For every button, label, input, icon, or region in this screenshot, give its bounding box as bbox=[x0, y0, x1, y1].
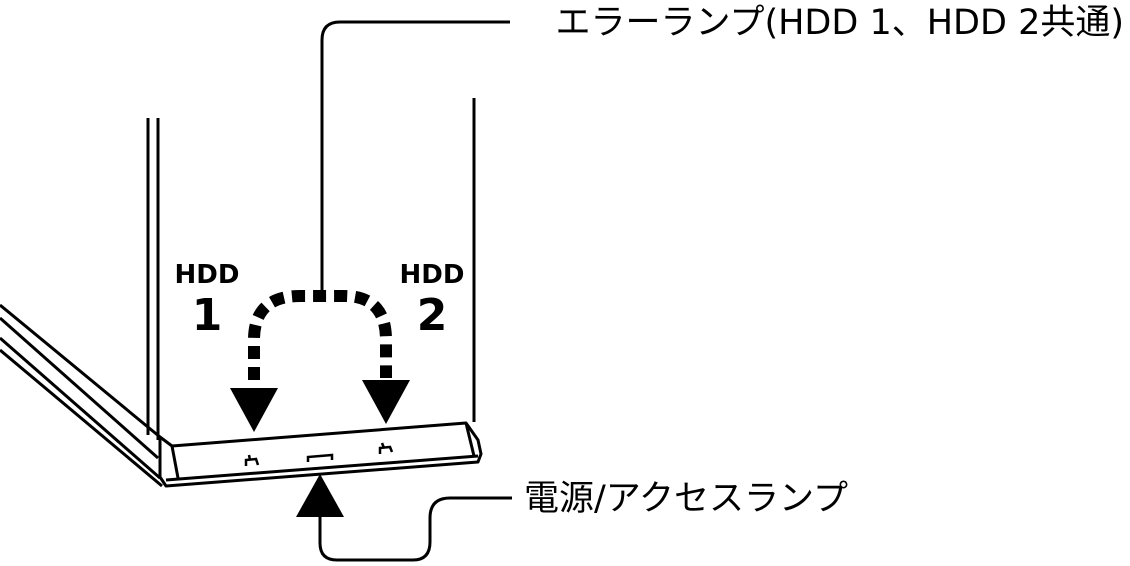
access-lamp-nub bbox=[306, 453, 334, 462]
power-lamp-arrow bbox=[296, 474, 344, 517]
lamp-nubs bbox=[244, 442, 394, 466]
error-lamp-arrow-hdd2 bbox=[362, 380, 410, 424]
bay1-hdd-label: HDD bbox=[175, 260, 240, 290]
chassis-left-edge bbox=[0, 303, 163, 488]
power-lamp-leader-line bbox=[318, 496, 512, 562]
hdd1-lamp-nub bbox=[244, 454, 260, 466]
bay1-number-label: 1 bbox=[192, 290, 223, 341]
error-lamp-leader-line bbox=[320, 20, 510, 300]
bay2-hdd-label: HDD bbox=[400, 260, 465, 290]
chassis-base bbox=[158, 421, 483, 488]
error-lamp-arrow-hdd1 bbox=[230, 388, 278, 432]
chassis-body bbox=[146, 98, 476, 440]
error-lamp-label: エラーランプ(HDD 1、HDD 2共通) bbox=[556, 3, 1125, 43]
bay2-number-label: 2 bbox=[417, 290, 448, 341]
error-lamp-dotted-arc bbox=[248, 290, 392, 380]
power-access-lamp-label: 電源/アクセスランプ bbox=[524, 479, 848, 519]
hdd2-lamp-nub bbox=[378, 442, 394, 454]
